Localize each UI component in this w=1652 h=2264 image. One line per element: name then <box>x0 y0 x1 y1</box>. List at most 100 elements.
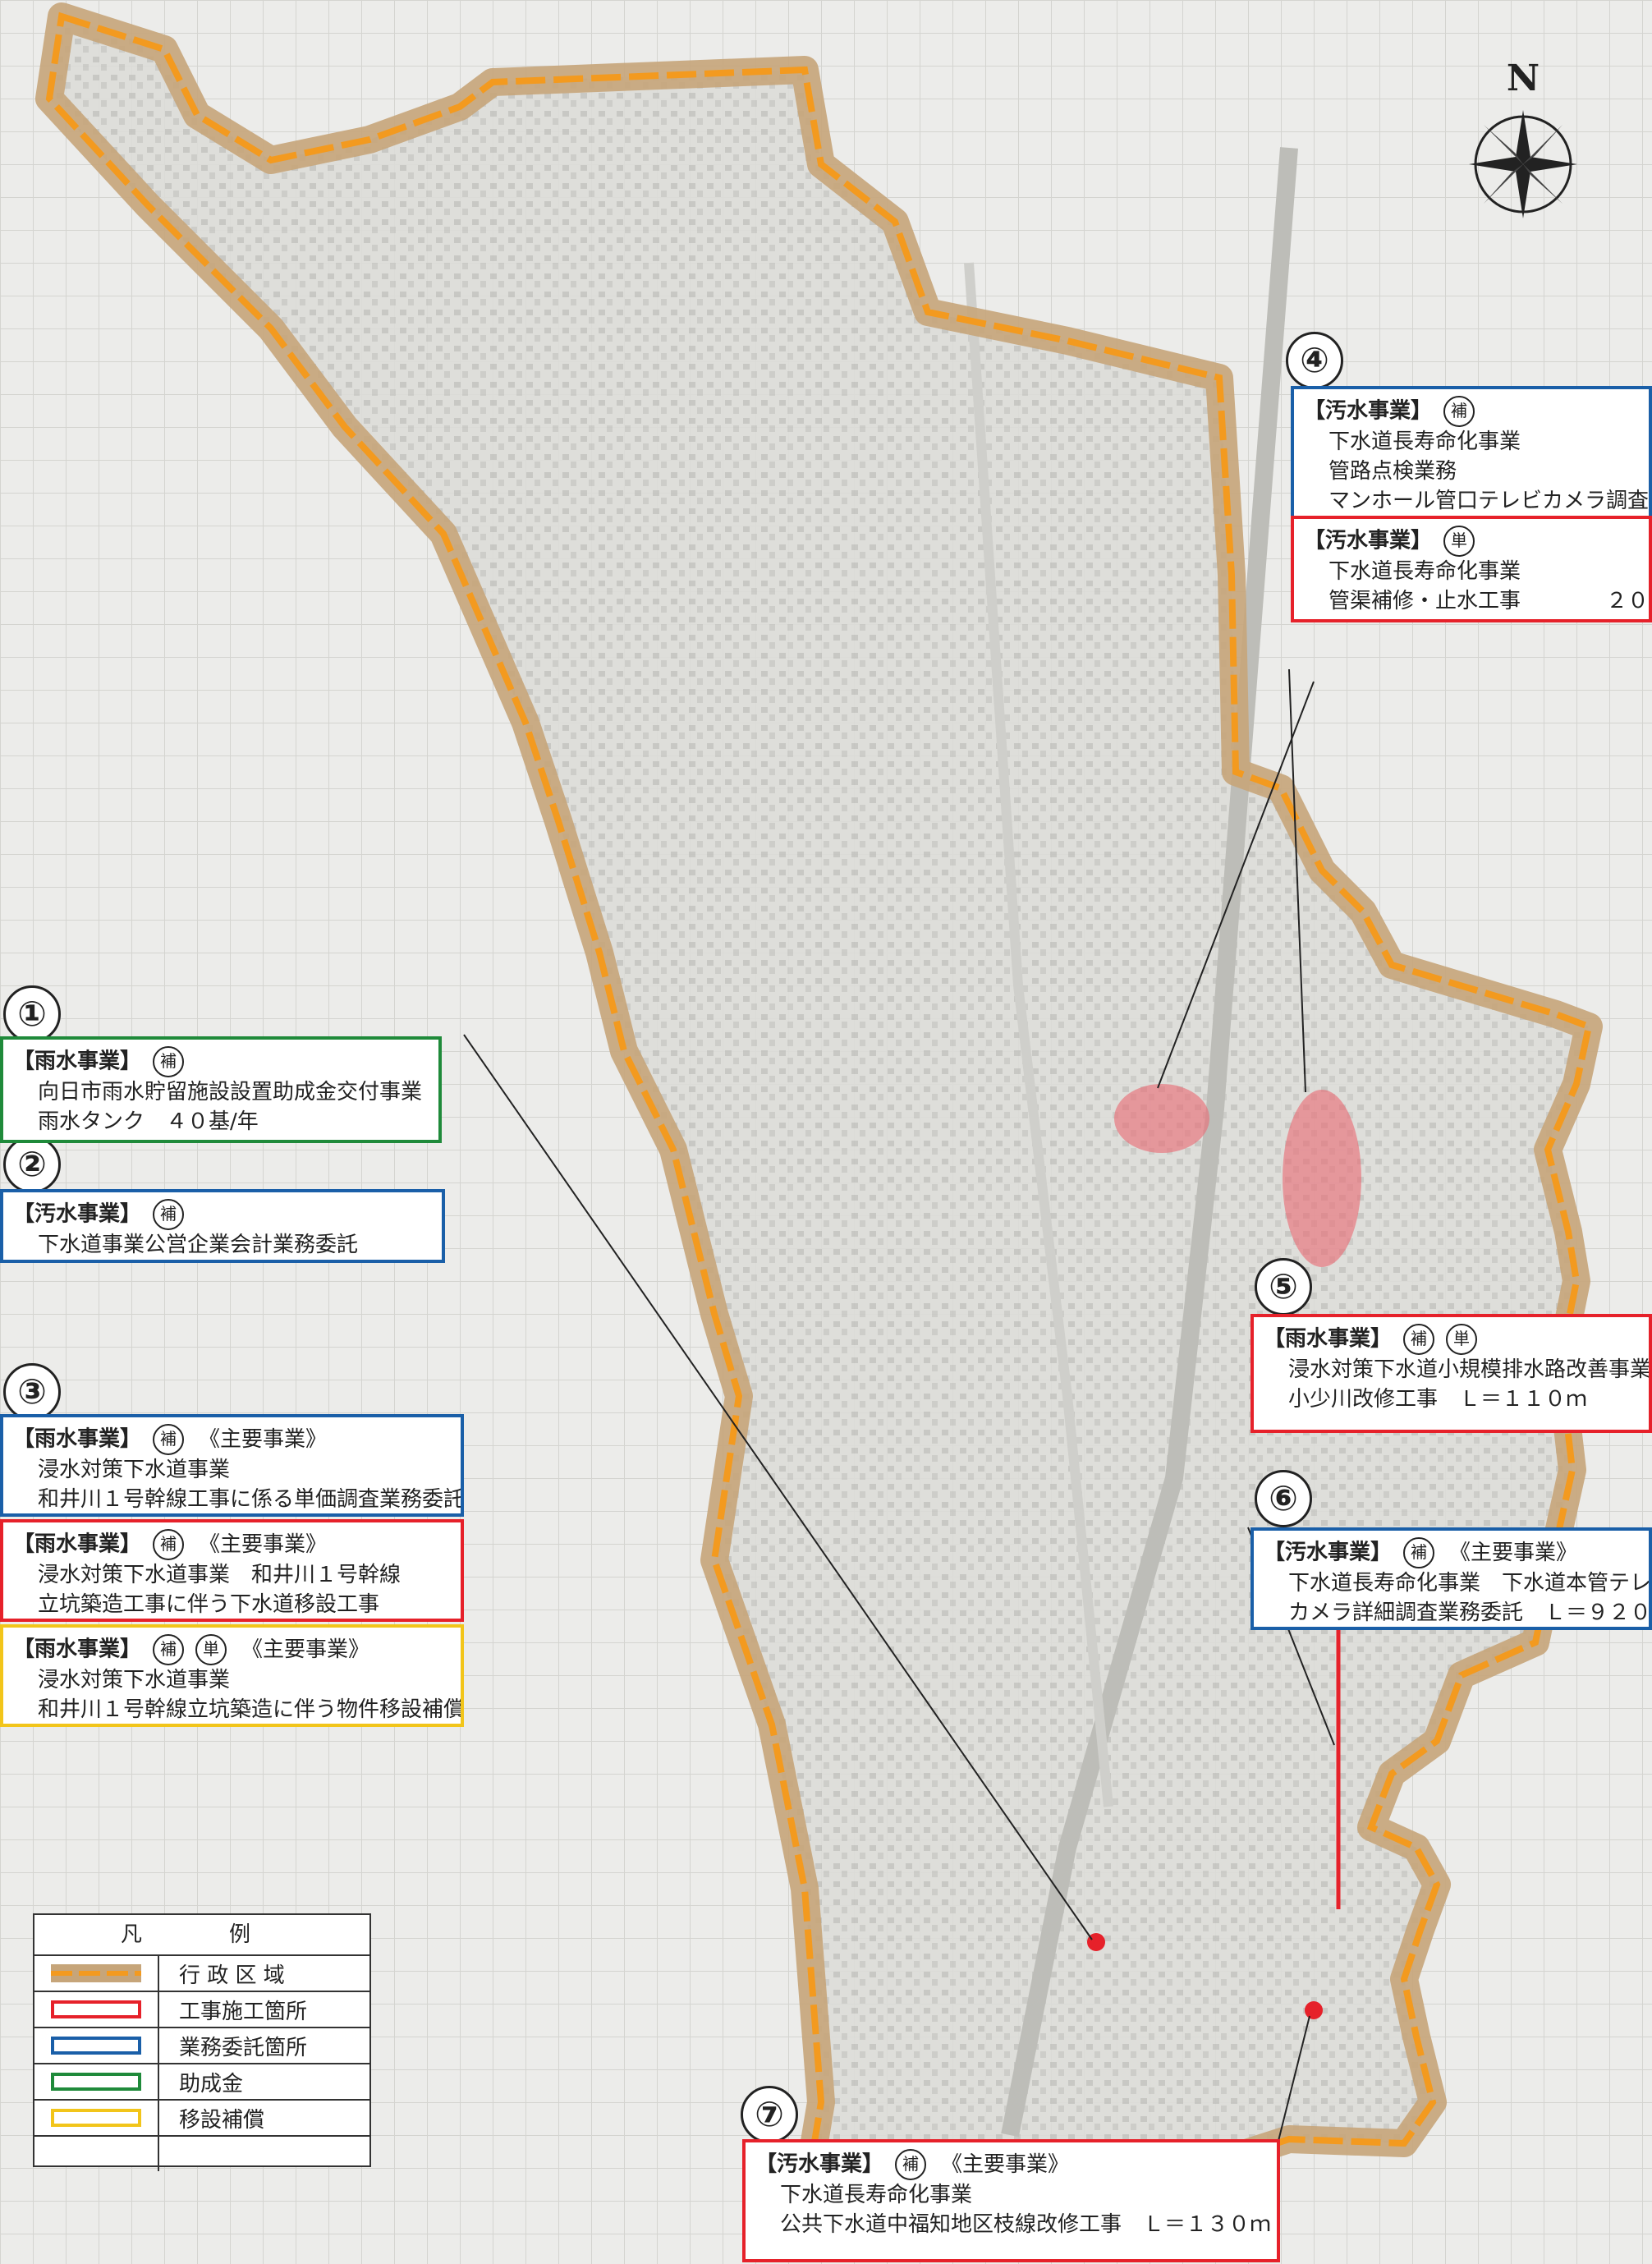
box-category: 【雨水事業】 <box>13 1049 142 1074</box>
boundary-swatch <box>51 1964 141 1982</box>
funding-badge: 補 <box>153 1199 185 1230</box>
legend-label: 助成金 <box>179 2071 244 2096</box>
box-category: 【汚水事業】 <box>1304 528 1433 553</box>
box-category: 【雨水事業】 <box>13 1426 142 1452</box>
major-project-note: 《主要事業》 <box>1449 1540 1578 1565</box>
legend-label: 行 政 区 域 <box>179 1963 285 1988</box>
funding-badge: 単 <box>195 1634 227 1665</box>
box-header-row: 【汚水事業】補 <box>1304 396 1639 427</box>
box-line: 立坑築造工事に伴う下水道移設工事 <box>38 1592 380 1617</box>
major-project-note: 《主要事業》 <box>241 1637 370 1662</box>
box-category: 【汚水事業】 <box>13 1201 142 1227</box>
marker-2: ② <box>3 1136 61 1193</box>
box-category: 【雨水事業】 <box>13 1637 142 1662</box>
box-line: 管路点検業務 <box>1328 459 1457 484</box>
legend-row-relocation: 移設補償 <box>34 2101 369 2137</box>
box-header-row: 【雨水事業】補単 <box>1264 1324 1639 1355</box>
leader-lines <box>463 668 1335 2148</box>
compass-rose-icon <box>1469 110 1577 218</box>
box-line: 下水道長寿命化事業 下水道本管テレビ <box>1288 1571 1652 1596</box>
box-line: 向日市雨水貯留施設設置助成金交付事業 <box>38 1080 423 1104</box>
box-line: 浸水対策下水道小規模排水路改善事業 <box>1288 1357 1652 1382</box>
box-line: 小少川改修工事 Ｌ＝１１０ｍ <box>1288 1387 1588 1412</box>
box-line: 管渠補修・止水工事 ２０箇所 <box>1328 589 1650 613</box>
consignment-swatch <box>51 2037 141 2055</box>
info-box-3c: 【雨水事業】補単《主要事業》浸水対策下水道事業和井川１号幹線立坑築造に伴う物件移… <box>0 1624 464 1727</box>
box-line: 雨水タンク ４０基/年 <box>38 1109 259 1134</box>
funding-badge: 補 <box>153 1529 185 1560</box>
legend-label: 工事施工箇所 <box>179 1999 308 2024</box>
relocation-swatch <box>51 2109 141 2127</box>
legend-title: 凡 例 <box>34 1915 369 1956</box>
box-category: 【雨水事業】 <box>1264 1326 1393 1352</box>
info-box-6: 【汚水事業】補《主要事業》下水道長寿命化事業 下水道本管テレビカメラ詳細調査業務… <box>1250 1527 1652 1630</box>
major-project-note: 《主要事業》 <box>199 1426 328 1452</box>
box-line: 下水道長寿命化事業 <box>780 2183 973 2207</box>
legend-row-empty <box>34 2137 369 2171</box>
box-category: 【汚水事業】 <box>1264 1540 1393 1565</box>
project-area-4 <box>1114 1084 1209 1153</box>
box-category: 【汚水事業】 <box>1304 398 1433 424</box>
funding-badge: 補 <box>895 2149 927 2180</box>
funding-badge: 補 <box>153 1634 185 1665</box>
box-header-row: 【雨水事業】補《主要事業》 <box>13 1529 451 1560</box>
north-arrow: N <box>1466 57 1581 222</box>
funding-badge: 補 <box>1403 1537 1435 1568</box>
info-box-7: 【汚水事業】補《主要事業》下水道長寿命化事業公共下水道中福知地区枝線改修工事 Ｌ… <box>742 2139 1280 2262</box>
marker-1: ① <box>3 985 61 1043</box>
box-line: 公共下水道中福知地区枝線改修工事 Ｌ＝１３０ｍ <box>780 2212 1272 2237</box>
box-line: マンホール管口テレビカメラ調査 <box>1328 489 1650 513</box>
legend-row-subsidy: 助成金 <box>34 2064 369 2101</box>
box-line: 浸水対策下水道事業 <box>38 1668 231 1692</box>
box-header-row: 【雨水事業】補単《主要事業》 <box>13 1634 451 1665</box>
funding-badge: 補 <box>153 1046 185 1077</box>
marker-3: ③ <box>3 1363 61 1421</box>
north-label: N <box>1506 57 1540 99</box>
box-header-row: 【雨水事業】補《主要事業》 <box>13 1424 451 1455</box>
box-line: 下水道長寿命化事業 <box>1328 559 1521 584</box>
box-header-row: 【汚水事業】単 <box>1304 526 1639 557</box>
funding-badge: 補 <box>1403 1324 1435 1355</box>
box-line: 下水道事業公営企業会計業務委託 <box>38 1233 359 1257</box>
legend-row-construction: 工事施工箇所 <box>34 1992 369 2028</box>
box-header-row: 【汚水事業】補《主要事業》 <box>755 2149 1267 2180</box>
major-road <box>964 262 1113 1807</box>
project-point-7 <box>1305 2001 1323 2019</box>
rail-line <box>1001 147 1298 2138</box>
box-header-row: 【汚水事業】補 <box>13 1199 432 1230</box>
construction-swatch <box>51 2000 141 2018</box>
funding-badge: 単 <box>1446 1324 1478 1355</box>
box-line: 浸水対策下水道事業 和井川１号幹線 <box>38 1563 402 1587</box>
info-box-3b: 【雨水事業】補《主要事業》浸水対策下水道事業 和井川１号幹線立坑築造工事に伴う下… <box>0 1519 464 1622</box>
major-project-note: 《主要事業》 <box>941 2151 1070 2177</box>
legend: 凡 例 行 政 区 域 工事施工箇所 業務委託箇所 助成金 移設補償 <box>33 1913 371 2171</box>
city-area <box>49 16 1589 2217</box>
box-line: 浸水対策下水道事業 <box>38 1458 231 1482</box>
major-project-note: 《主要事業》 <box>199 1532 328 1557</box>
info-box-2: 【汚水事業】補下水道事業公営企業会計業務委託 <box>0 1189 445 1263</box>
info-box-3a: 【雨水事業】補《主要事業》浸水対策下水道事業和井川１号幹線工事に係る単価調査業務… <box>0 1414 464 1517</box>
box-category: 【雨水事業】 <box>13 1532 142 1557</box>
project-area-4b <box>1283 1090 1361 1267</box>
box-line: 下水道長寿命化事業 <box>1328 429 1521 454</box>
legend-row-boundary: 行 政 区 域 <box>34 1956 369 1992</box>
marker-4: ④ <box>1286 332 1343 389</box>
marker-6: ⑥ <box>1255 1470 1312 1527</box>
project-point-3 <box>1087 1933 1105 1951</box>
info-box-1: 【雨水事業】補向日市雨水貯留施設設置助成金交付事業雨水タンク ４０基/年 <box>0 1036 442 1143</box>
info-box-5: 【雨水事業】補単浸水対策下水道小規模排水路改善事業小少川改修工事 Ｌ＝１１０ｍ <box>1250 1314 1652 1433</box>
marker-5: ⑤ <box>1255 1258 1312 1316</box>
box-line: 和井川１号幹線工事に係る単価調査業務委託 <box>38 1487 464 1512</box>
legend-row-consignment: 業務委託箇所 <box>34 2028 369 2064</box>
box-line: カメラ詳細調査業務委託 Ｌ＝９２０ｍ <box>1288 1600 1652 1625</box>
subsidy-swatch <box>51 2073 141 2091</box>
funding-badge: 単 <box>1443 526 1475 557</box>
legend-label: 移設補償 <box>179 2107 265 2133</box>
funding-badge: 補 <box>1443 396 1475 427</box>
funding-badge: 補 <box>153 1424 185 1455</box>
box-header-row: 【雨水事業】補 <box>13 1046 429 1077</box>
box-category: 【汚水事業】 <box>755 2151 884 2177</box>
boundary-dashes <box>45 11 1593 2221</box>
marker-7: ⑦ <box>741 2086 798 2143</box>
